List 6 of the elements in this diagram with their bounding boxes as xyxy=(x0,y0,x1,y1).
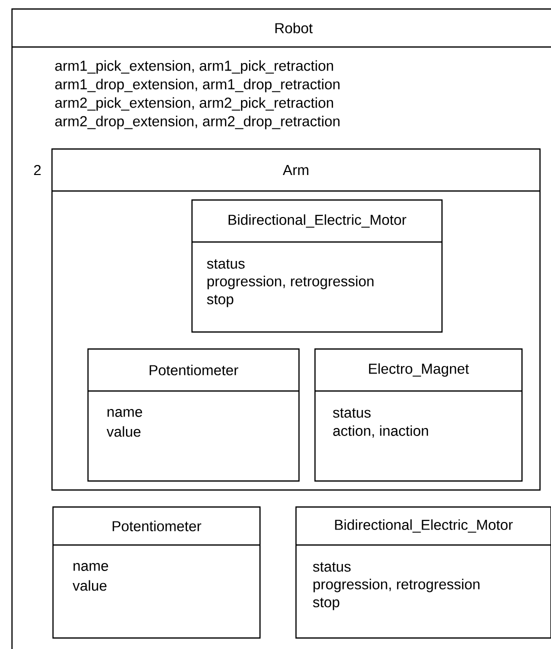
class-box: Potentiometer name value xyxy=(87,348,300,482)
class-box: Bidirectional_Electric_Motor status progression, retrogression stop xyxy=(295,506,551,639)
class-box: Electro_Magnet status action, inaction xyxy=(314,348,523,482)
class-box: Potentiometer name value xyxy=(52,506,261,639)
class-box: Bidirectional_Electric_Motor status progression, retrogression stop xyxy=(191,199,443,333)
multiplicity-label: 2 xyxy=(34,164,41,176)
